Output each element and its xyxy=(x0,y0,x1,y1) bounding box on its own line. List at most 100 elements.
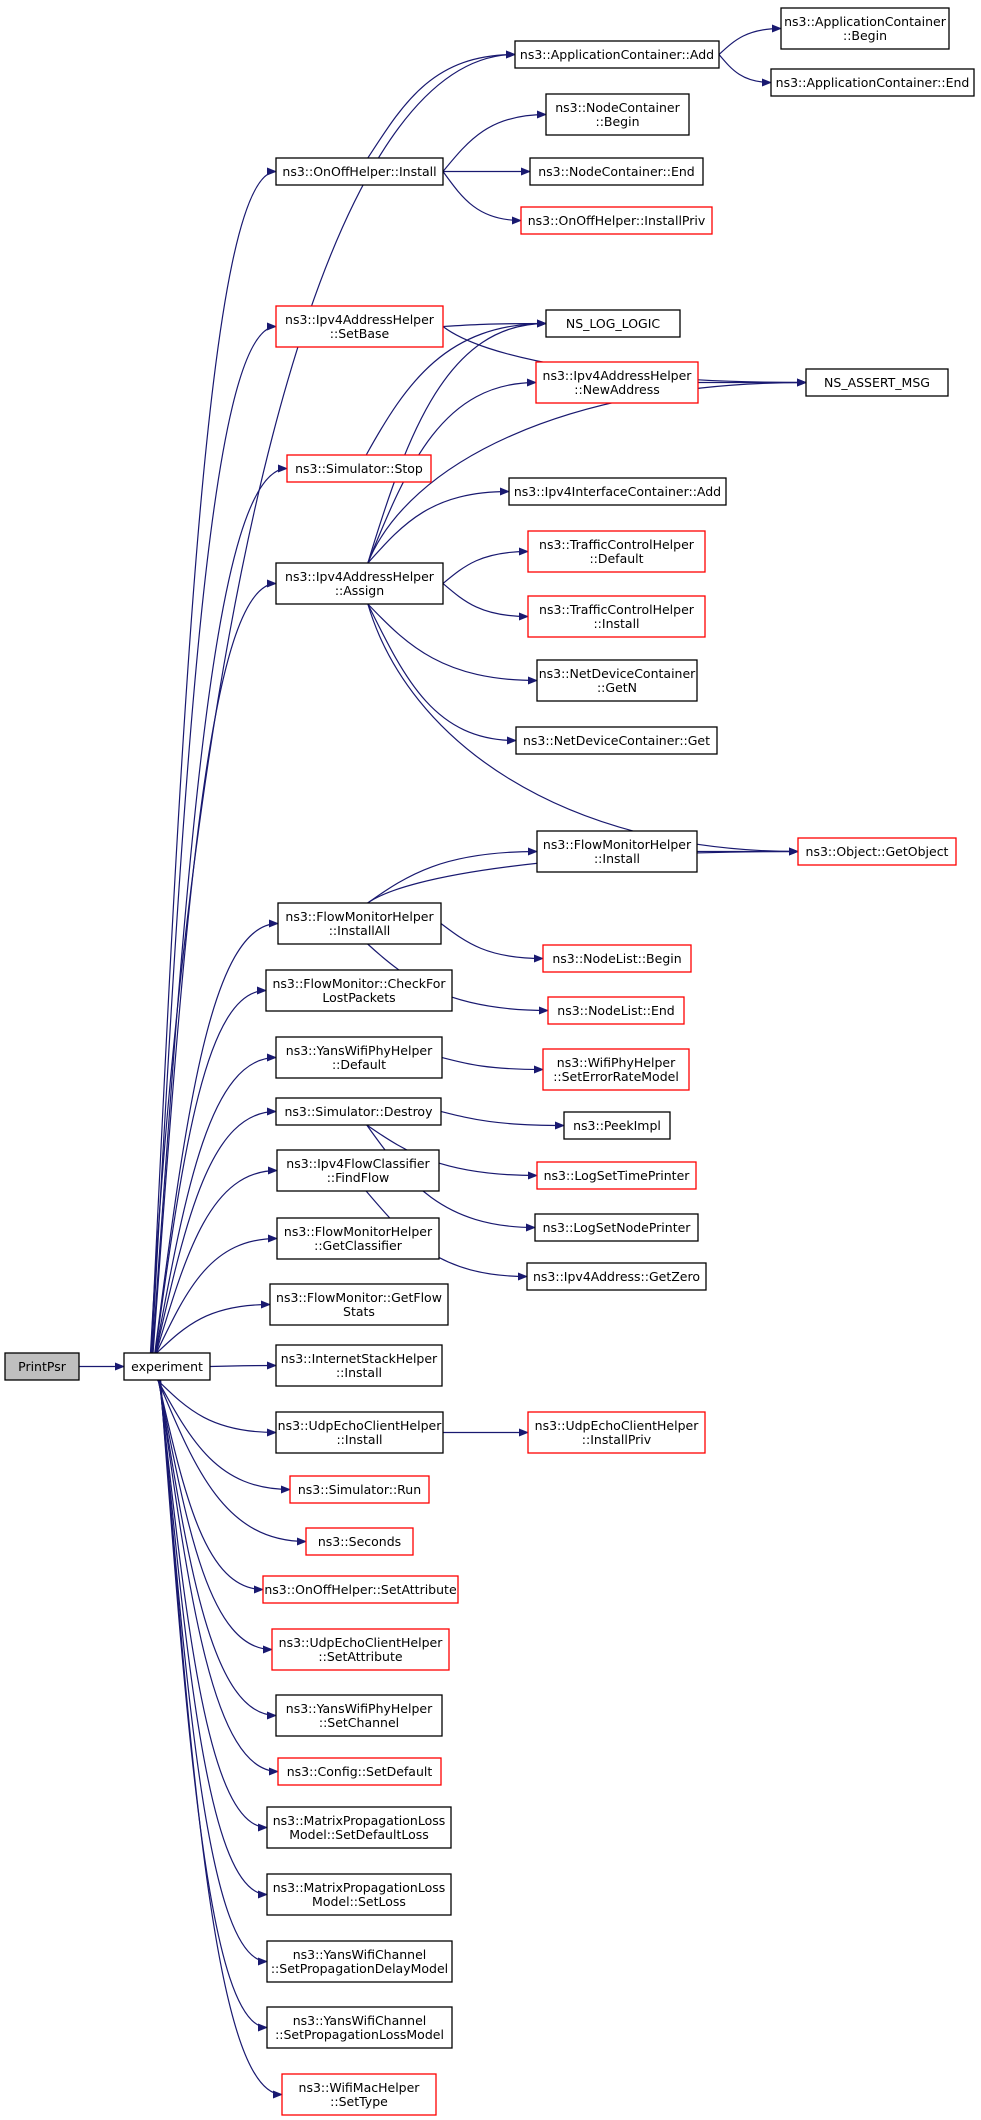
node-label: ns3::Simulator::Destroy xyxy=(285,1104,434,1119)
node-ipv4addr_getzero[interactable]: ns3::Ipv4Address::GetZero xyxy=(526,1262,707,1291)
node-logsettime[interactable]: ns3::LogSetTimePrinter xyxy=(536,1161,697,1190)
edge-experiment-to-onoff_install xyxy=(150,167,277,1354)
edge xyxy=(159,1379,268,2032)
node-seconds[interactable]: ns3::Seconds xyxy=(305,1527,414,1556)
node-mplm_setdefaultloss[interactable]: ns3::MatrixPropagationLossModel::SetDefa… xyxy=(266,1806,452,1849)
node-sim_destroy[interactable]: ns3::Simulator::Destroy xyxy=(275,1097,442,1126)
node-box xyxy=(266,1940,453,1983)
node-box xyxy=(277,1757,442,1786)
node-label: ns3::InternetStackHelper xyxy=(281,1351,438,1366)
node-tch_default[interactable]: ns3::TrafficControlHelper::Default xyxy=(527,530,706,573)
edge-ipv4addr_assign-to-ndc_getn xyxy=(367,603,538,685)
node-wph_seterror[interactable]: ns3::WifiPhyHelper::SetErrorRateModel xyxy=(542,1048,690,1091)
node-box xyxy=(527,595,706,638)
node-appcont_add[interactable]: ns3::ApplicationContainer::Add xyxy=(514,40,720,69)
edge xyxy=(151,464,288,1354)
node-ipv4addr_setbase[interactable]: ns3::Ipv4AddressHelper::SetBase xyxy=(275,305,444,348)
node-box xyxy=(289,1475,430,1504)
edge xyxy=(150,167,277,1354)
edge xyxy=(158,1379,277,1720)
node-label: ::Install xyxy=(593,616,639,631)
node-ipv4addr_assign[interactable]: ns3::Ipv4AddressHelper::Assign xyxy=(275,562,444,605)
node-printpsr[interactable]: PrintPsr xyxy=(4,1352,80,1381)
node-nodecont_end[interactable]: ns3::NodeContainer::End xyxy=(529,157,704,186)
node-ywph_setchannel[interactable]: ns3::YansWifiPhyHelper::SetChannel xyxy=(275,1694,443,1737)
node-fmh_getclassifier[interactable]: ns3::FlowMonitorHelper::GetClassifier xyxy=(276,1217,440,1260)
edge xyxy=(367,847,799,904)
node-label: ::Install xyxy=(594,851,640,866)
edge-experiment-to-ipv4addr_setbase xyxy=(151,322,277,1354)
edge xyxy=(158,1379,279,1776)
node-obj_getobject[interactable]: ns3::Object::GetObject xyxy=(797,837,957,866)
node-ipv4fc_findflow[interactable]: ns3::Ipv4FlowClassifier::FindFlow xyxy=(276,1149,440,1192)
node-onoff_installpriv[interactable]: ns3::OnOffHelper::InstallPriv xyxy=(520,206,713,235)
node-label: ns3::ApplicationContainer xyxy=(784,14,947,29)
edge xyxy=(367,487,510,564)
node-box xyxy=(275,157,444,186)
edge-experiment-to-uech_install xyxy=(156,1379,277,1437)
node-config_setdefault[interactable]: ns3::Config::SetDefault xyxy=(277,1757,442,1786)
node-label: ns3::YansWifiChannel xyxy=(293,2013,427,2028)
edge-experiment-to-fm_checklost xyxy=(154,986,267,1354)
node-uech_setattr[interactable]: ns3::UdpEchoClientHelper::SetAttribute xyxy=(271,1628,450,1671)
node-ns_assert_msg[interactable]: NS_ASSERT_MSG xyxy=(805,368,949,397)
node-onoff_install[interactable]: ns3::OnOffHelper::Install xyxy=(275,157,444,186)
edge-ipv4addr_assign-to-tch_default xyxy=(442,547,529,584)
node-label: ns3::LogSetTimePrinter xyxy=(544,1168,691,1183)
node-logsetnode[interactable]: ns3::LogSetNodePrinter xyxy=(534,1213,699,1242)
node-wmh_settype[interactable]: ns3::WifiMacHelper::SetType xyxy=(281,2073,437,2116)
node-uech_install[interactable]: ns3::UdpEchoClientHelper::Install xyxy=(275,1411,444,1454)
node-onoff_setattr[interactable]: ns3::OnOffHelper::SetAttribute xyxy=(262,1575,459,1604)
edge xyxy=(367,603,517,745)
node-label: ns3::Simulator::Run xyxy=(298,1482,421,1497)
node-ipv4addr_newaddress[interactable]: ns3::Ipv4AddressHelper::NewAddress xyxy=(535,361,699,404)
node-tch_install[interactable]: ns3::TrafficControlHelper::Install xyxy=(527,595,706,638)
node-ndc_get[interactable]: ns3::NetDeviceContainer::Get xyxy=(515,726,718,755)
node-nodecont_begin[interactable]: ns3::NodeContainer::Begin xyxy=(545,93,690,136)
node-label: ns3::Ipv4InterfaceContainer::Add xyxy=(514,484,721,499)
edge-ipv4addr_assign-to-ipv4ifc_add xyxy=(367,487,510,564)
edge xyxy=(157,1379,264,1594)
edge xyxy=(154,919,279,1354)
node-ywc_setdelay[interactable]: ns3::YansWifiChannel::SetPropagationDela… xyxy=(266,1940,453,1983)
node-box xyxy=(123,1352,211,1381)
node-box xyxy=(286,454,432,483)
node-box xyxy=(275,1344,443,1387)
node-nodelist_begin[interactable]: ns3::NodeList::Begin xyxy=(542,944,692,973)
node-appcont_end[interactable]: ns3::ApplicationContainer::End xyxy=(770,68,975,97)
node-fmh_installall[interactable]: ns3::FlowMonitorHelper::InstallAll xyxy=(277,902,442,945)
edge xyxy=(155,1107,277,1354)
node-peekimpl[interactable]: ns3::PeekImpl xyxy=(563,1111,671,1140)
node-experiment[interactable]: experiment xyxy=(123,1352,211,1381)
node-uech_installpriv[interactable]: ns3::UdpEchoClientHelper::InstallPriv xyxy=(527,1411,706,1454)
node-box xyxy=(536,1161,697,1190)
node-box xyxy=(265,969,453,1012)
node-ipv4ifc_add[interactable]: ns3::Ipv4InterfaceContainer::Add xyxy=(508,477,727,506)
node-nodelist_end[interactable]: ns3::NodeList::End xyxy=(547,996,685,1025)
node-label: ns3::LogSetNodePrinter xyxy=(543,1220,692,1235)
node-ywc_setloss[interactable]: ns3::YansWifiChannel::SetPropagationLoss… xyxy=(266,2006,453,2049)
node-label: ns3::TrafficControlHelper xyxy=(539,602,695,617)
node-ns_log_logic[interactable]: NS_LOG_LOGIC xyxy=(545,309,681,338)
node-sim_run[interactable]: ns3::Simulator::Run xyxy=(289,1475,430,1504)
node-ish_install[interactable]: ns3::InternetStackHelper::Install xyxy=(275,1344,443,1387)
node-label: ::Assign xyxy=(335,583,384,598)
node-appcont_begin[interactable]: ns3::ApplicationContainer::Begin xyxy=(780,7,950,50)
node-fmh_install[interactable]: ns3::FlowMonitorHelper::Install xyxy=(536,830,698,873)
edge xyxy=(367,50,516,159)
node-box xyxy=(536,830,698,873)
edge xyxy=(155,1166,278,1354)
node-box xyxy=(563,1111,671,1140)
node-ndc_getn[interactable]: ns3::NetDeviceContainer::GetN xyxy=(536,659,698,702)
edge xyxy=(365,319,547,456)
node-sim_stop[interactable]: ns3::Simulator::Stop xyxy=(286,454,432,483)
edge xyxy=(442,171,522,225)
edge-experiment-to-mplm_setloss xyxy=(159,1379,268,1899)
node-box xyxy=(545,309,681,338)
edges-layer xyxy=(78,24,807,2099)
node-box xyxy=(275,1411,444,1454)
node-ywph_default[interactable]: ns3::YansWifiPhyHelper::Default xyxy=(275,1036,443,1079)
